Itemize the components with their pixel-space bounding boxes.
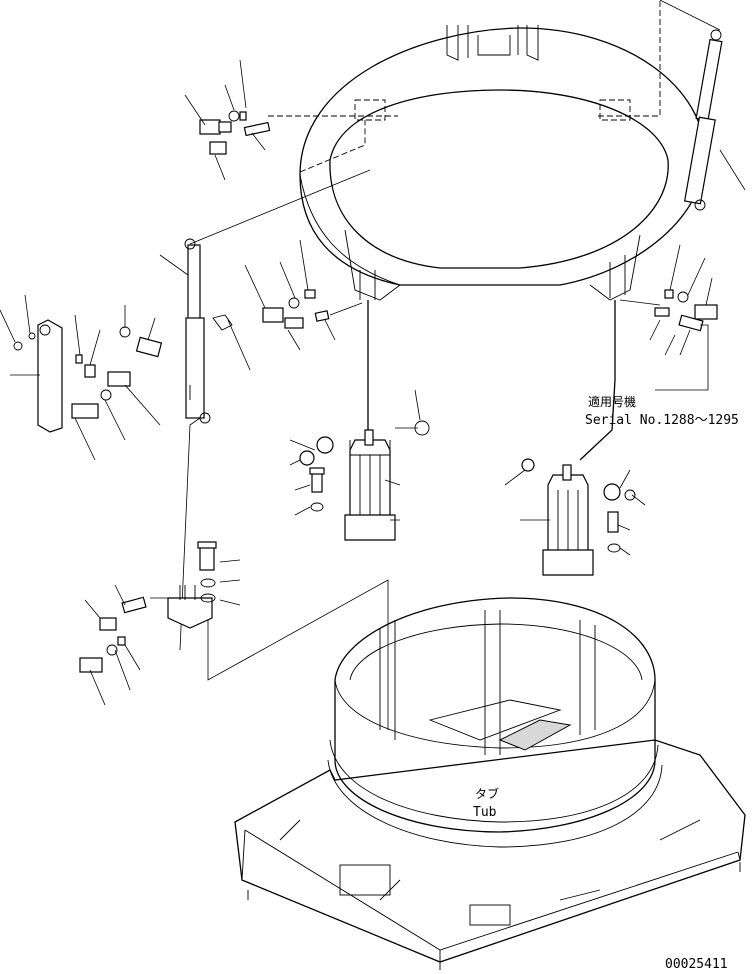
right-gas-spring	[659, 0, 746, 211]
serial-label-jp: 適用号機	[588, 394, 636, 409]
left-bracket-parts	[0, 294, 163, 461]
serial-callout: 適用号機 Serial No.1288～1295	[585, 394, 739, 428]
center-support-post	[289, 300, 430, 541]
right-support-post	[504, 300, 646, 576]
lower-left-hinge	[79, 541, 389, 730]
upper-hood-ring	[268, 0, 706, 301]
base-frame	[234, 739, 746, 970]
tub-label: Tub	[473, 805, 497, 820]
mid-right-fasteners	[619, 244, 718, 391]
mid-left-fasteners	[244, 239, 363, 351]
left-gas-spring	[159, 169, 371, 651]
tub-label-jp: タブ	[475, 786, 499, 801]
figure-id: 00025411	[665, 957, 728, 972]
serial-label: Serial No.1288～1295	[585, 413, 739, 428]
tub-drum: タブ Tub	[327, 597, 663, 848]
upper-left-fasteners	[184, 59, 271, 181]
